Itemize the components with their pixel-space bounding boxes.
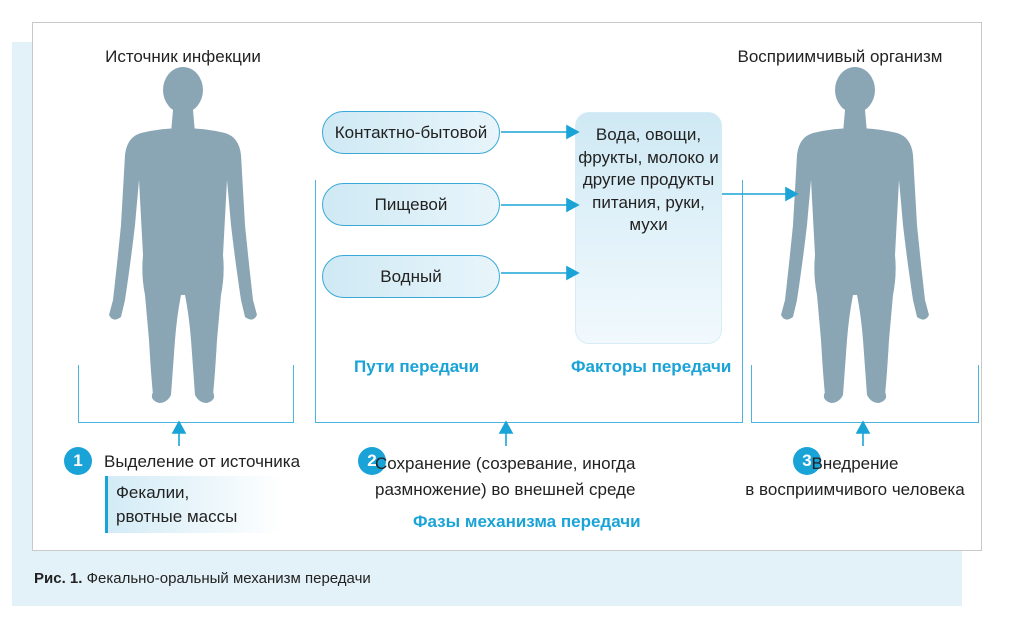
arrow-phase-3: [855, 420, 871, 446]
recipient-bracket: [751, 365, 979, 423]
phase-2-number: 2: [358, 447, 386, 475]
phase-1-number: 1: [64, 447, 92, 475]
arrow-phase-2: [498, 420, 514, 446]
environment-bracket: [315, 180, 743, 423]
caption-label: Рис. 1.: [34, 570, 83, 587]
phases-heading: Фазы механизма передачи: [413, 512, 641, 531]
route-food: Пищевой: [322, 183, 500, 226]
phase-3-text: Внедрение в восприимчивого человека: [745, 454, 965, 499]
phase-3-number: 3: [793, 447, 821, 475]
phase-1-note: Фекалии, рвотные массы: [116, 483, 238, 526]
factors-heading: Факторы передачи: [571, 357, 732, 376]
arrow-food: [501, 197, 580, 213]
phase-2-text: Сохранение (созревание, иногда размножен…: [375, 454, 636, 499]
arrow-contact: [501, 124, 580, 140]
arrow-to-recipient: [722, 186, 799, 202]
route-contact: Контактно-бытовой: [322, 111, 500, 154]
source-title: Источник инфекции: [105, 47, 261, 66]
figure-caption: Рис. 1. Фекально-оральный механизм перед…: [34, 569, 371, 589]
caption-text: Фекально-оральный механизм передачи: [82, 570, 371, 587]
phase-1-note-box: [105, 476, 283, 533]
factors-text: Вода, овощи, фрукты, молоко и другие про…: [578, 125, 719, 234]
source-bracket: [78, 365, 294, 423]
factors-box: [575, 112, 722, 344]
recipient-title: Восприимчивый организм: [737, 47, 943, 66]
arrow-phase-1: [171, 420, 187, 446]
route-water: Водный: [322, 255, 500, 298]
routes-heading: Пути передачи: [354, 357, 480, 376]
arrow-water: [501, 265, 580, 281]
phase-1-text: Выделение от источника: [104, 452, 301, 471]
